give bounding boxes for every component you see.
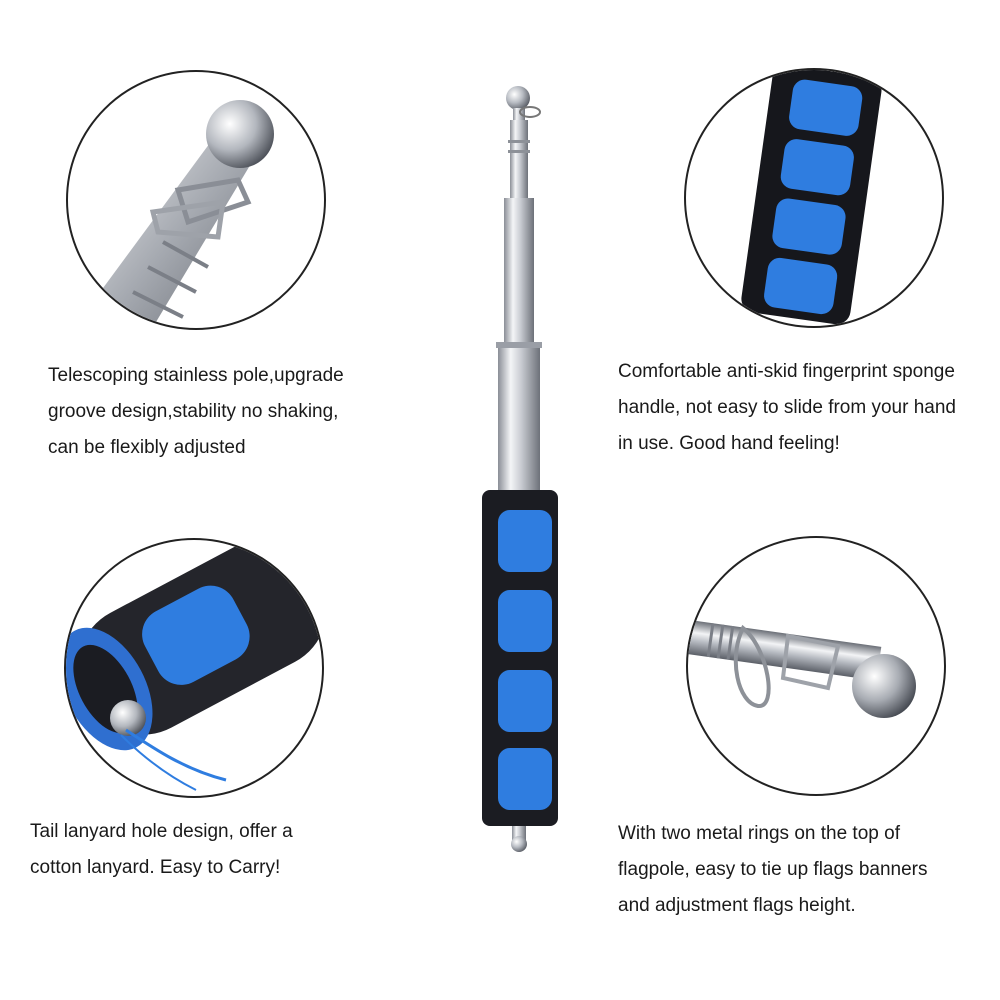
flagpole-product-image — [470, 80, 570, 860]
caption-line: cotton lanyard. Easy to Carry! — [30, 857, 281, 878]
caption-line: handle, not easy to slide from your hand — [618, 397, 956, 418]
caption-line: can be flexibly adjusted — [48, 437, 246, 458]
caption-line: Comfortable anti-skid fingerprint sponge — [618, 361, 955, 382]
caption-line: and adjustment flags height. — [618, 895, 856, 916]
caption-telescoping-pole: Telescoping stainless pole,upgrade groov… — [48, 358, 344, 466]
caption-line: With two metal rings on the top of — [618, 823, 900, 844]
caption-line: Telescoping stainless pole,upgrade — [48, 365, 344, 386]
caption-line: flagpole, easy to tie up flags banners — [618, 859, 928, 880]
tail-lanyard-detail-image — [64, 538, 324, 798]
caption-metal-rings: With two metal rings on the top of flagp… — [618, 816, 927, 924]
caption-tail-lanyard: Tail lanyard hole design, offer a cotton… — [30, 814, 293, 886]
pole-tip-detail-image — [66, 70, 326, 330]
caption-line: groove design,stability no shaking, — [48, 401, 339, 422]
caption-line: Tail lanyard hole design, offer a — [30, 821, 293, 842]
metal-rings-detail-image — [686, 536, 946, 796]
caption-line: in use. Good hand feeling! — [618, 433, 840, 454]
sponge-handle-detail-image — [684, 68, 944, 328]
caption-sponge-handle: Comfortable anti-skid fingerprint sponge… — [618, 354, 956, 462]
